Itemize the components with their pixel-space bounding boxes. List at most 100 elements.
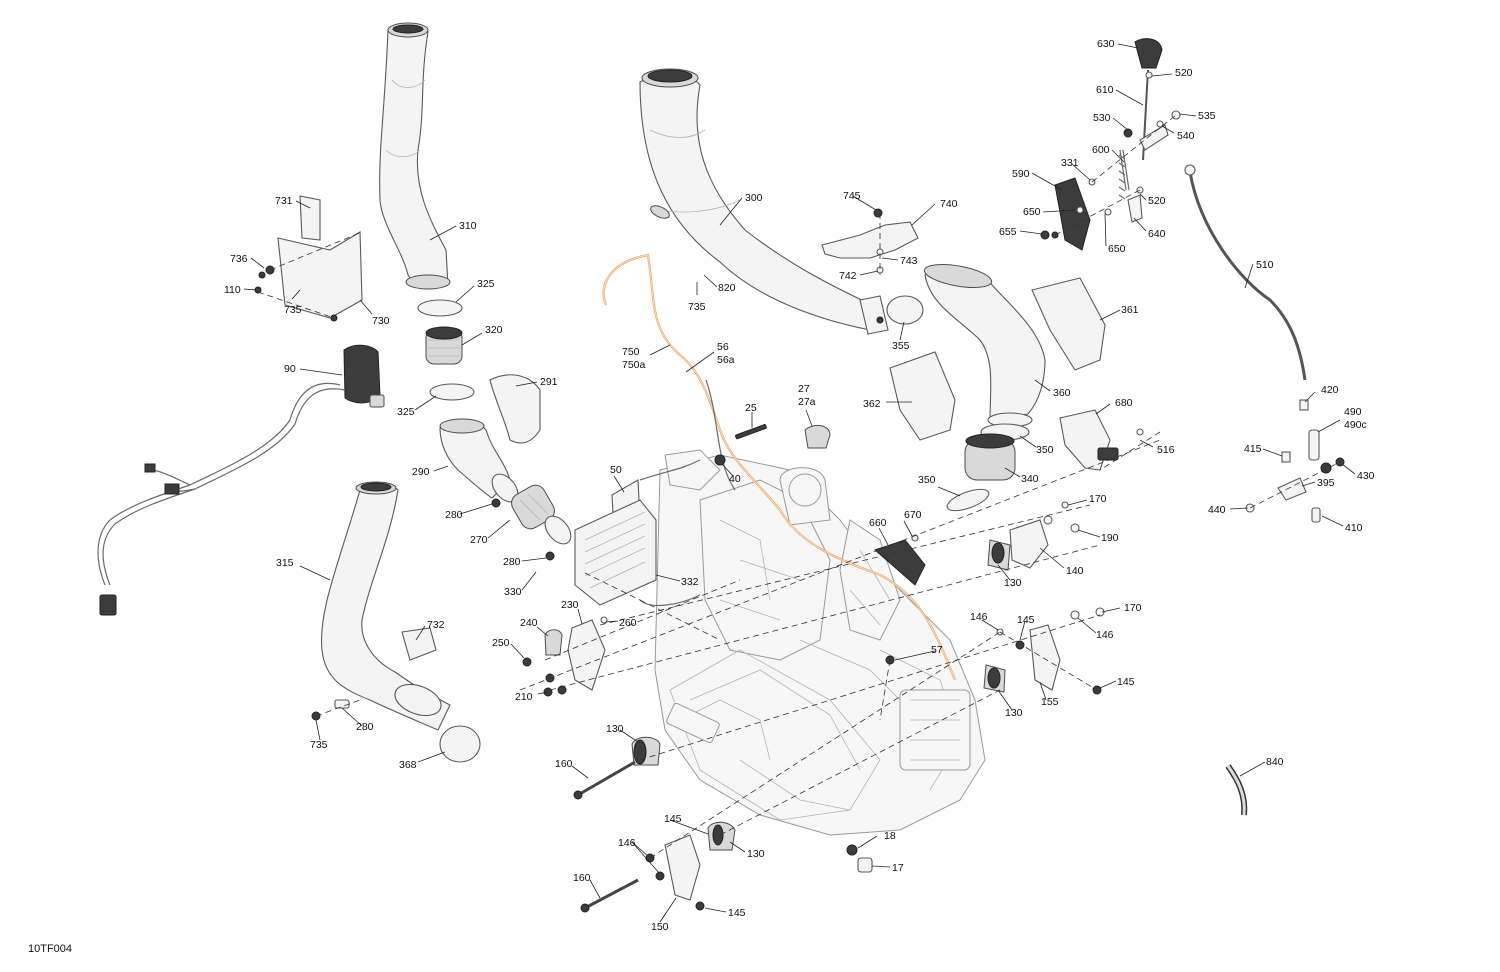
callout-730: 730 <box>372 315 390 327</box>
callout-750a: 750a <box>622 359 646 371</box>
callout-160: 160 <box>555 758 573 770</box>
leader-lines <box>243 43 1356 923</box>
callout-490c: 490c <box>1344 419 1367 431</box>
callout-160: 160 <box>573 872 591 884</box>
callout-732: 732 <box>427 619 445 631</box>
fuel-line-hose <box>602 253 957 681</box>
callout-130: 130 <box>1005 707 1023 719</box>
callout-25: 25 <box>745 402 757 414</box>
callout-250: 250 <box>492 637 510 649</box>
callout-742: 742 <box>839 270 857 282</box>
callout-440: 440 <box>1208 504 1226 516</box>
callout-110: 110 <box>224 284 241 296</box>
callout-56: 56 <box>717 341 729 353</box>
callout-145: 145 <box>1117 676 1135 688</box>
fitting-18 <box>846 844 858 856</box>
callout-280: 280 <box>445 509 463 521</box>
callout-145: 145 <box>1017 614 1035 626</box>
clamps-couplers-320-325 <box>417 299 475 401</box>
callout-320: 320 <box>485 324 503 336</box>
callout-350: 350 <box>918 474 936 486</box>
callout-655: 655 <box>999 226 1017 238</box>
callout-540: 540 <box>1177 130 1195 142</box>
callout-630: 630 <box>1097 38 1115 50</box>
callout-57: 57 <box>931 644 943 656</box>
callout-340: 340 <box>1021 473 1039 485</box>
elbow-duct-290 <box>439 418 572 561</box>
callout-840: 840 <box>1266 756 1284 768</box>
callout-146: 146 <box>970 611 988 623</box>
air-duct-315 <box>311 481 481 763</box>
callout-362: 362 <box>863 398 881 410</box>
callout-520: 520 <box>1148 195 1166 207</box>
wiring-harness-90 <box>97 344 385 616</box>
callout-325: 325 <box>397 406 415 418</box>
callout-590: 590 <box>1012 168 1030 180</box>
callout-736: 736 <box>230 253 248 265</box>
callout-146: 146 <box>618 837 636 849</box>
callout-labels: 630 520 610 530 535 540 600 331 590 520 … <box>224 38 1375 933</box>
radiator-50 <box>574 459 701 606</box>
callout-310: 310 <box>459 220 477 232</box>
callout-260: 260 <box>619 617 637 629</box>
shifter-assembly <box>1040 38 1181 251</box>
bracket-740 <box>821 208 919 274</box>
callout-745: 745 <box>843 190 861 202</box>
callout-27: 27 <box>798 383 810 395</box>
callout-280: 280 <box>356 721 374 733</box>
callout-290: 290 <box>412 466 430 478</box>
callout-50: 50 <box>610 464 622 476</box>
callout-650: 650 <box>1023 206 1041 218</box>
callout-530: 530 <box>1093 112 1111 124</box>
callout-410: 410 <box>1345 522 1363 534</box>
callout-735: 735 <box>284 304 302 316</box>
callout-600: 600 <box>1092 144 1110 156</box>
bolt-160-upper <box>577 760 636 797</box>
callout-170: 170 <box>1124 602 1142 614</box>
callout-650: 650 <box>1108 243 1126 255</box>
engine-mount-140 <box>987 501 1080 571</box>
callout-360: 360 <box>1053 387 1071 399</box>
callout-155: 155 <box>1041 696 1059 708</box>
callout-56a: 56a <box>717 354 735 366</box>
callout-190: 190 <box>1101 532 1119 544</box>
callout-130: 130 <box>606 723 624 735</box>
grommet-40 <box>714 454 726 466</box>
callout-750: 750 <box>622 346 640 358</box>
heat-shield-291 <box>489 374 541 444</box>
callout-240: 240 <box>520 617 538 629</box>
callout-743: 743 <box>900 255 918 267</box>
callout-731: 731 <box>275 195 293 207</box>
callout-430: 430 <box>1357 470 1375 482</box>
shift-rod-510 <box>1188 171 1307 381</box>
callout-735: 735 <box>688 301 706 313</box>
callout-355: 355 <box>892 340 910 352</box>
diagram-reference-code: 10TF004 <box>28 943 72 955</box>
callout-40: 40 <box>729 473 741 485</box>
callout-270: 270 <box>470 534 488 546</box>
air-filter-340 <box>946 423 1030 512</box>
engine-mount-150 <box>645 821 736 911</box>
callout-670: 670 <box>904 509 922 521</box>
callout-145: 145 <box>664 813 682 825</box>
callout-420: 420 <box>1321 384 1339 396</box>
callout-331: 331 <box>1061 157 1079 169</box>
callout-740: 740 <box>940 198 958 210</box>
callout-145: 145 <box>728 907 746 919</box>
callout-610: 610 <box>1096 84 1114 96</box>
heat-shield-361 <box>1031 277 1106 371</box>
callout-170: 170 <box>1089 493 1107 505</box>
cap-17 <box>857 857 873 873</box>
callout-17: 17 <box>892 862 904 874</box>
callout-660: 660 <box>869 517 887 529</box>
callout-680: 680 <box>1115 397 1133 409</box>
callout-330: 330 <box>504 586 522 598</box>
callout-130: 130 <box>1004 577 1022 589</box>
engine-mount-130-center <box>631 736 661 766</box>
callout-146: 146 <box>1096 629 1114 641</box>
engine-assembly <box>654 449 986 836</box>
bolt-25 <box>735 424 767 440</box>
air-intake-duct-300 <box>639 68 889 335</box>
callout-325: 325 <box>477 278 495 290</box>
callout-361: 361 <box>1121 304 1139 316</box>
